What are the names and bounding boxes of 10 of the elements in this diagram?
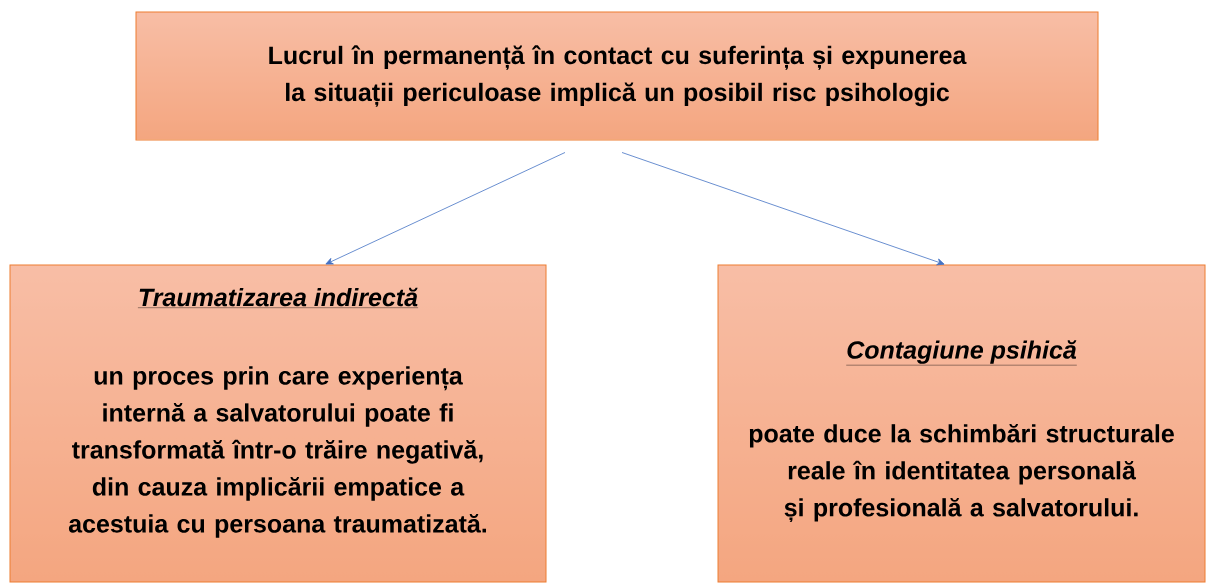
box-text: un proces prin care experiența internă a salvatorului poate fi transformată într-o trăire negativă, din cauza implicării empatice a acestuia cu persoana traumatizată. [68, 366, 486, 538]
text-box [9, 264, 547, 583]
arrow [325, 152, 566, 265]
box-text: Lucrul în permanență în contact cu suferința și expunerea la situații periculoase implică un posibil risc psihologic [269, 45, 967, 107]
text-box [717, 264, 1206, 583]
box-text: poate duce la schimbări structurale reale în identitatea personală și profesională a salvatorului. [749, 423, 1174, 523]
arrow [621, 152, 945, 266]
box-heading: Contagiune psihică [846, 340, 1077, 366]
text-box [135, 11, 1099, 141]
box-heading: Traumatizarea indirectă [137, 287, 419, 308]
